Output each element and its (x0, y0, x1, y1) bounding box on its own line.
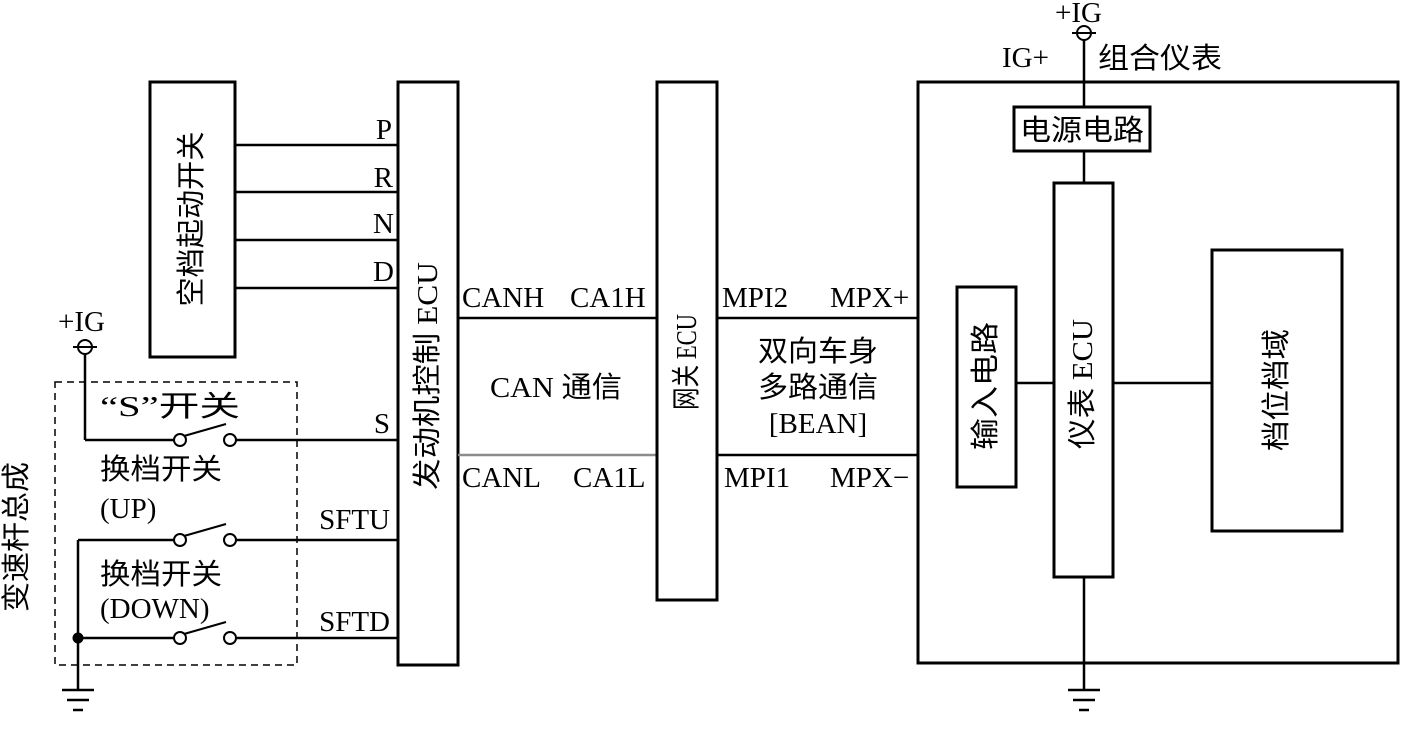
up-switch-contact-right (223, 533, 237, 547)
power-circuit-box (1012, 105, 1152, 153)
power-circuit-label: 电源电路 (1020, 114, 1144, 147)
shift-lever-assembly-label: 变速杆总成 (0, 462, 33, 612)
terminal-sftu-label: SFTU (319, 504, 390, 536)
ig-left-label: +IG (58, 306, 105, 338)
ig-top-label: +IG (1055, 0, 1102, 29)
up-switch-label: 换档开关 (100, 453, 222, 486)
s-switch-contact-left (173, 433, 187, 447)
down-switch-contact-left (173, 631, 187, 645)
terminal-p-label: P (376, 114, 392, 146)
terminal-mpi2-label: MPI2 (722, 282, 788, 314)
gateway-ecu-label: 网关 ECU (670, 314, 703, 410)
ig-plus-label: IG+ (1002, 42, 1049, 74)
bean-bus-label-line1: 双向车身 (758, 335, 878, 368)
down-switch-label: 换档开关 (100, 558, 222, 591)
terminal-ca1l-label: CA1L (573, 462, 646, 494)
input-circuit-box (955, 285, 1018, 489)
up-switch-lever-icon (183, 523, 227, 537)
bean-bus-label-line2: 多路通信 (758, 371, 878, 404)
up-switch-contact-left (173, 533, 187, 547)
junction-dot-icon (72, 632, 84, 644)
ground-right-icon (1068, 688, 1100, 712)
gear-display-label: 档位档域 (1260, 329, 1293, 451)
terminal-d-label: D (373, 256, 394, 288)
meter-ecu-label: 仪表 ECU (1066, 319, 1099, 449)
s-switch-contact-right (223, 433, 237, 447)
engine-ecu-box (396, 80, 460, 667)
ground-left-icon (62, 688, 94, 712)
terminal-sftd-label: SFTD (319, 606, 390, 638)
terminal-mpi1-label: MPI1 (724, 462, 790, 494)
gear-display-box (1210, 248, 1344, 533)
terminal-canh-label: CANH (462, 282, 544, 314)
terminal-mpx-plus-label: MPX+ (830, 282, 909, 314)
terminal-r-label: R (374, 162, 394, 194)
gateway-ecu-box (655, 80, 719, 602)
input-circuit-label: 输入电路 (969, 322, 1002, 450)
can-bus-label: CAN 通信 (490, 371, 622, 404)
up-switch-sub-label: (UP) (100, 493, 156, 525)
terminal-canl-label: CANL (462, 462, 541, 494)
down-switch-sub-label: (DOWN) (100, 593, 210, 625)
terminal-n-label: N (373, 208, 394, 240)
terminal-ca1h-label: CA1H (570, 282, 646, 314)
engine-ecu-label: 发动机控制 ECU (411, 262, 444, 490)
s-switch-lever-icon (183, 423, 227, 437)
s-switch-label: “S”开关 (100, 390, 240, 423)
bean-bus-label-line3: [BEAN] (769, 408, 867, 440)
down-switch-contact-right (223, 631, 237, 645)
neutral-start-switch-box (148, 80, 237, 359)
terminal-mpx-minus-label: MPX− (830, 462, 909, 494)
neutral-start-switch-label: 空档起动开关 (175, 132, 208, 307)
combination-meter-label: 组合仪表 (1098, 42, 1222, 75)
shift-lever-assembly-outline (54, 381, 298, 666)
terminal-s-label: S (374, 408, 390, 440)
down-switch-lever-icon (183, 621, 227, 635)
